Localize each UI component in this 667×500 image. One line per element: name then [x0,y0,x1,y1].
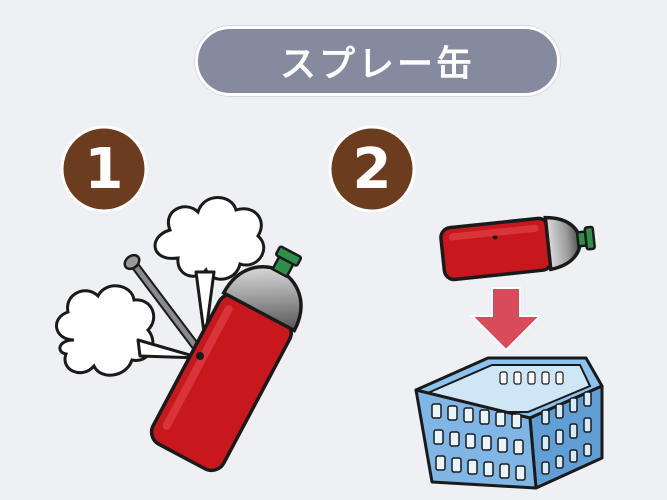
spray-can-icon [149,245,303,473]
title-text: スプレー缶 [279,44,475,85]
down-arrow-icon [469,287,543,352]
step-1-number: 1 [85,137,124,202]
step-2-badge: 2 [328,125,416,213]
nail-icon [123,253,205,357]
puncture-mark [196,352,204,360]
step-2-number: 2 [353,137,392,202]
gas-cloud-icon [55,284,202,377]
step-1-badge: 1 [60,125,148,213]
gas-cloud-icon [153,196,266,342]
spray-can-icon [439,215,596,282]
title-banner: スプレー缶 [195,26,560,96]
basket-icon [414,356,604,490]
